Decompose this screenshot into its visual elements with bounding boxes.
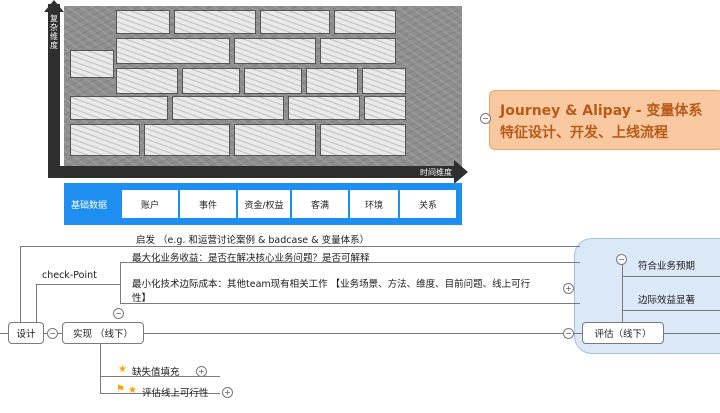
sketch-block: [172, 96, 284, 120]
sketch-block: [70, 50, 114, 78]
base-cell-funds: 资金/权益: [238, 190, 290, 218]
sketch-block: [288, 96, 360, 120]
sketch-block: [234, 38, 316, 64]
node-evaluate[interactable]: 评估（线下）: [582, 322, 664, 344]
node-impl-feasibility[interactable]: 评估线上可行性: [142, 388, 209, 399]
sketch-block: [362, 68, 406, 94]
connector: [622, 258, 623, 326]
base-cell-env: 环境: [350, 190, 398, 218]
sketch-block: [306, 68, 358, 94]
sketch-block: [334, 10, 396, 34]
x-axis-label: 时间维度: [420, 168, 452, 177]
star-icon: ★: [118, 364, 127, 375]
sketch-block: [234, 124, 316, 156]
node-checkpoint[interactable]: check-Point: [42, 270, 97, 281]
base-data-title: 基础数据: [70, 200, 107, 211]
collapse-toggle[interactable]: −: [113, 308, 124, 319]
sketch-block: [364, 96, 406, 120]
connector: [120, 262, 121, 304]
connector: [20, 246, 21, 330]
sketch-block: [116, 68, 178, 94]
main-spine: [0, 333, 720, 334]
base-cell-event: 事件: [180, 190, 236, 218]
expand-toggle[interactable]: +: [563, 283, 574, 294]
sketch-block: [144, 124, 230, 156]
collapse-toggle[interactable]: −: [563, 328, 574, 339]
connector: [120, 262, 580, 263]
node-check-min-cost[interactable]: 最小化技术边际成本：其他team现有相关工作 【业务场景、方法、维度、目前问题、…: [132, 279, 531, 290]
node-check-max-benefit[interactable]: 最大化业务收益：是否在解决核心业务问题？是否可解释: [132, 253, 370, 264]
y-axis-label: 复杂维度: [50, 14, 58, 50]
connector: [36, 284, 37, 324]
connector: [120, 246, 580, 247]
collapse-toggle[interactable]: −: [47, 328, 58, 339]
x-axis: [48, 166, 456, 178]
sketch-block: [244, 68, 302, 94]
connector: [120, 303, 580, 304]
callout-title: Journey & Alipay - 变量体系: [500, 103, 703, 119]
flag-icon: ⚑: [116, 384, 125, 395]
sketch-block: [116, 10, 170, 34]
node-eval-marginal[interactable]: 边际效益显著: [638, 295, 696, 306]
collapse-toggle[interactable]: −: [616, 254, 627, 265]
expand-toggle[interactable]: +: [222, 387, 233, 398]
collapse-toggle[interactable]: −: [480, 113, 491, 124]
x-axis-arrowhead: [454, 160, 468, 184]
expand-toggle[interactable]: +: [196, 366, 207, 377]
sketch-block: [182, 68, 240, 94]
base-cell-relation: 关系: [400, 190, 456, 218]
sketch-block: [260, 10, 330, 34]
sketch-block: [320, 124, 406, 156]
sketch-block: [174, 10, 256, 34]
connector: [622, 310, 720, 311]
node-impl-missing[interactable]: 缺失值填充: [132, 367, 180, 378]
sketch-block: [320, 38, 396, 64]
sketch-block: [116, 38, 230, 64]
y-axis: [48, 4, 60, 172]
callout-subtitle: 特征设计、开发、上线流程: [500, 125, 668, 141]
connector: [20, 246, 120, 247]
connector: [622, 276, 720, 277]
node-eval-business[interactable]: 符合业务预期: [638, 261, 696, 272]
node-inspire[interactable]: 启发 （e.g. 和运营讨论案例 & badcase & 变量体系）: [136, 235, 370, 246]
node-design[interactable]: 设计: [8, 322, 44, 344]
node-check-min-cost-cont: 性】: [132, 293, 152, 304]
base-cell-account: 账户: [122, 190, 178, 218]
base-cell-customer: 客满: [292, 190, 348, 218]
feature-sketch-image: [64, 6, 462, 168]
sketch-block: [70, 124, 140, 156]
node-implement[interactable]: 实现 （线下）: [62, 322, 144, 344]
sketch-block: [70, 96, 168, 120]
connector: [100, 393, 220, 394]
connector: [36, 284, 120, 285]
connector: [100, 340, 101, 394]
connector: [100, 376, 220, 377]
star-icon: ★: [128, 385, 137, 396]
